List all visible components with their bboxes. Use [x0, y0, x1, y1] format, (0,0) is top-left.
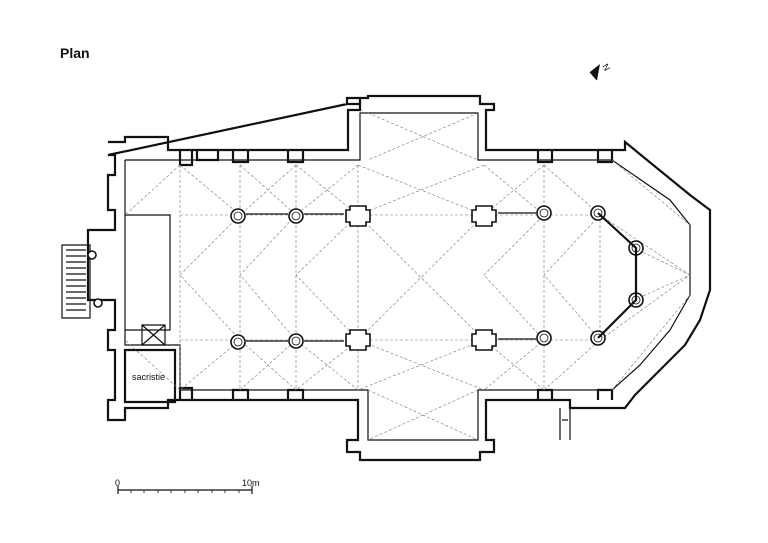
inner-wall	[124, 112, 691, 441]
scale-bar	[117, 486, 253, 494]
sacristy-label: sacristie	[132, 372, 165, 382]
scale-end-label: 10m	[242, 478, 260, 488]
north-arrow-icon: N	[589, 62, 612, 81]
svg-text:N: N	[600, 62, 612, 73]
sacristy-room	[123, 348, 177, 404]
choir-screen	[597, 212, 638, 339]
west-porch	[61, 244, 91, 319]
outer-wall	[86, 94, 712, 462]
north-buttresses	[178, 150, 614, 167]
vault-ribs	[124, 112, 691, 441]
scale-start-label: 0	[115, 478, 121, 488]
south-buttresses	[178, 386, 614, 400]
round-columns	[87, 205, 644, 350]
square-piers	[345, 205, 497, 351]
plan-title: Plan	[60, 45, 90, 61]
south-door	[559, 408, 571, 440]
